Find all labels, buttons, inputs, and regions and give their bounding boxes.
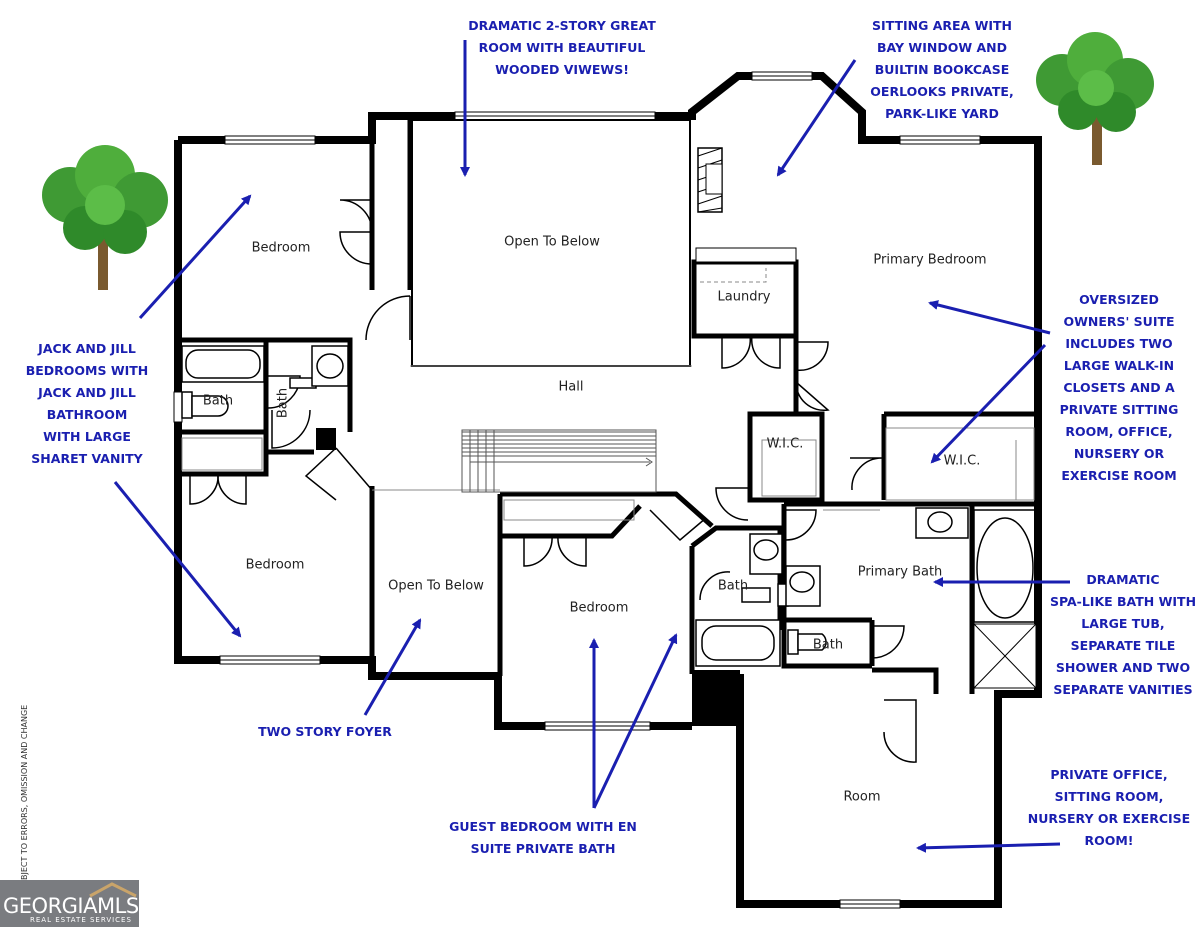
logo-sub-text: REAL ESTATE SERVICES <box>30 916 132 924</box>
room-label-bath-guest: Bath <box>717 578 749 594</box>
interior-walls <box>178 116 1038 694</box>
door-swing-icon <box>189 199 917 763</box>
room-label-bedroom-guest: Bedroom <box>569 600 629 616</box>
sink-icon <box>311 345 969 607</box>
annotation-foyer: TWO STORY FOYER <box>258 724 392 739</box>
logo-main-text: GEORGIAMLS <box>3 894 139 918</box>
room-label-hall: Hall <box>558 379 584 395</box>
room-label-wic-large: W.I.C. <box>943 453 981 469</box>
room-label-bedroom-nw: Bedroom <box>251 240 311 256</box>
room-label-primary-bedroom: Primary Bedroom <box>873 252 987 268</box>
room-label-room-se: Room <box>843 789 881 805</box>
shower-icon <box>973 623 1037 689</box>
georgia-mls-logo: GEORGIAMLS REAL ESTATE SERVICES <box>0 880 139 927</box>
fireplace-icon <box>697 147 723 213</box>
room-label-open-to-below-top: Open To Below <box>504 234 600 250</box>
window-icon <box>173 71 981 909</box>
toilet-icon <box>181 377 827 655</box>
room-label-bedroom-sw: Bedroom <box>245 557 305 573</box>
tree-icon <box>1036 32 1154 165</box>
tree-icon <box>42 145 168 290</box>
room-label-bath-left-vertical: Bath <box>275 387 291 419</box>
room-label-primary-bath: Primary Bath <box>857 564 943 580</box>
stairs-icon <box>461 429 657 493</box>
room-label-open-to-below-foyer: Open To Below <box>388 578 484 594</box>
room-label-bath-left: Bath <box>202 393 234 409</box>
bathtub-icon <box>181 345 1037 667</box>
roof-icon <box>89 882 137 898</box>
arrow-icon <box>113 40 1070 853</box>
disclaimer-text: BJECT TO ERRORS, OMISSION AND CHANGE <box>20 704 29 880</box>
room-label-laundry: Laundry <box>717 289 771 305</box>
annotation-office: PRIVATE OFFICE,SITTING ROOM,NURSERY OR E… <box>1027 767 1191 848</box>
room-label-bath-small: Bath <box>812 637 844 653</box>
room-label-wic-small: W.I.C. <box>766 436 804 452</box>
